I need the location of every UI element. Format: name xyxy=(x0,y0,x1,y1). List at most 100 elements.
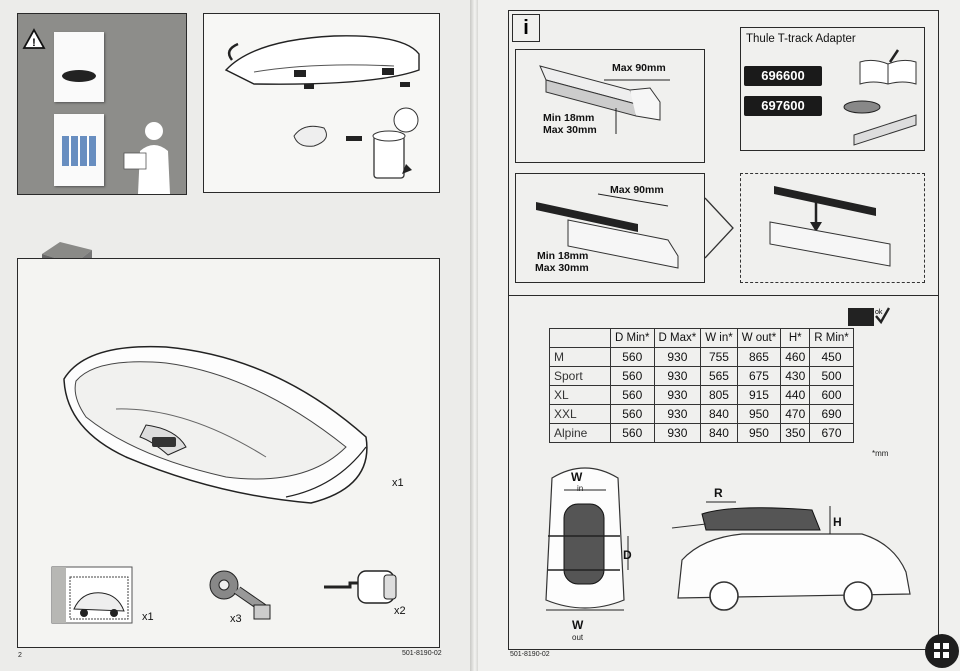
rail-clearance-bottom xyxy=(515,173,705,283)
table-row: M 560 930 755 865 460 450 xyxy=(549,347,854,367)
right-doc-code: 501-8190-02 xyxy=(510,651,550,658)
t-track-insert-panel xyxy=(740,173,925,283)
table-header: W out* xyxy=(736,328,782,348)
security-booklet-icon xyxy=(54,114,104,186)
table-cell: 560 xyxy=(610,347,655,367)
svg-text:!: ! xyxy=(32,37,36,49)
instructions-quantity: x1 xyxy=(142,611,154,623)
keys-quantity: x2 xyxy=(394,605,406,617)
table-cell: 560 xyxy=(610,385,655,405)
table-cell: 600 xyxy=(809,385,854,405)
table-row: XXL 560 930 840 950 470 690 xyxy=(549,404,854,424)
width-out-sub: out xyxy=(572,633,584,642)
rail-clearance-top xyxy=(515,49,705,163)
recycle-bin-icon xyxy=(293,107,419,179)
book-spine xyxy=(470,0,478,671)
table-cell: 560 xyxy=(610,423,655,443)
width-out-label: W xyxy=(572,618,584,632)
unit-note: *mm xyxy=(872,449,889,458)
person-reading-icon xyxy=(123,122,170,194)
overlay-app-button[interactable] xyxy=(925,634,959,668)
manual-booklet-icon xyxy=(54,32,104,102)
car-top-view-illustration xyxy=(545,467,629,611)
key-icon xyxy=(324,570,397,604)
rail-profile-bottom-illustration xyxy=(536,193,679,269)
dimensions-table: D Min* D Max* W in* W out* H* R Min* M 5… xyxy=(549,328,854,443)
car-side-view-illustration xyxy=(671,501,911,611)
straps-quantity: x3 xyxy=(230,613,242,625)
h-label: H xyxy=(833,515,842,529)
table-cell: 865 xyxy=(736,347,782,367)
rail-top-max-width: Max 90mm xyxy=(612,62,666,74)
table-cell: 805 xyxy=(700,385,738,405)
step-arrow-icon xyxy=(704,197,734,259)
rail-bottom-min-height: Min 18mm xyxy=(537,250,589,262)
unpacking-panel xyxy=(203,13,440,193)
t-track-insert-illustration xyxy=(769,186,891,267)
left-doc-code: 501-8190-02 xyxy=(402,650,442,657)
rail-bottom-max-width: Max 90mm xyxy=(610,184,664,196)
t-track-adapter-panel xyxy=(740,27,925,151)
width-in-label: W xyxy=(571,470,583,484)
table-row: XL 560 930 805 915 440 600 xyxy=(549,385,854,405)
table-cell: XXL xyxy=(549,404,611,424)
left-page: ! xyxy=(0,0,470,671)
table-cell: M xyxy=(549,347,611,367)
roof-box-illustration xyxy=(63,345,368,504)
warning-panel: ! xyxy=(17,13,187,195)
table-cell: 560 xyxy=(610,366,655,386)
warning-icon: ! xyxy=(22,28,46,49)
table-cell: 690 xyxy=(809,404,854,424)
table-cell: 675 xyxy=(736,366,782,386)
right-main-panel xyxy=(508,10,939,650)
table-cell: 930 xyxy=(653,385,702,405)
rail-top-min-height: Min 18mm xyxy=(543,112,595,124)
r-label: R xyxy=(714,486,723,500)
table-row: Sport 560 930 565 675 430 500 xyxy=(549,366,854,386)
table-cell: 930 xyxy=(653,404,702,424)
adapter-title: Thule T-track Adapter xyxy=(746,33,856,45)
table-cell: 450 xyxy=(809,347,854,367)
table-cell: Alpine xyxy=(549,423,611,443)
table-cell: XL xyxy=(549,385,611,405)
table-cell: 565 xyxy=(700,366,738,386)
adapter-code-1: 696600 xyxy=(744,66,822,86)
table-row: Alpine 560 930 840 950 350 670 xyxy=(549,423,854,443)
table-cell: 350 xyxy=(780,423,811,443)
table-cell: 950 xyxy=(736,404,782,424)
adapter-manual-icon xyxy=(859,49,917,85)
rail-bottom-max-height: Max 30mm xyxy=(535,262,589,274)
table-header: R Min* xyxy=(809,328,854,348)
box-quantity: x1 xyxy=(392,477,404,489)
table-cell: Sport xyxy=(549,366,611,386)
table-cell: 430 xyxy=(780,366,811,386)
table-cell: 440 xyxy=(780,385,811,405)
strap-icon xyxy=(209,570,271,620)
instruction-card-icon xyxy=(51,566,133,624)
table-header-row: D Min* D Max* W in* W out* H* R Min* xyxy=(549,328,854,348)
width-in-sub: in xyxy=(577,484,584,493)
table-cell: 930 xyxy=(653,366,702,386)
table-cell: 670 xyxy=(809,423,854,443)
table-cell: 840 xyxy=(700,404,738,424)
table-cell: 755 xyxy=(700,347,738,367)
table-cell: 930 xyxy=(653,423,702,443)
grid-icon xyxy=(934,643,949,658)
table-header: D Max* xyxy=(653,328,702,348)
table-cell: 460 xyxy=(780,347,811,367)
svg-text:ok: ok xyxy=(875,309,883,316)
table-header: D Min* xyxy=(610,328,655,348)
table-cell: 950 xyxy=(736,423,782,443)
table-header xyxy=(549,328,611,348)
table-cell: 915 xyxy=(736,385,782,405)
table-cell: 470 xyxy=(780,404,811,424)
info-icon: i xyxy=(523,17,529,39)
depth-label: D xyxy=(623,548,632,562)
rail-top-max-height: Max 30mm xyxy=(543,124,597,136)
ok-check-icon: ok xyxy=(848,307,891,326)
adapter-code-2: 697600 xyxy=(744,96,822,116)
contents-panel: x1 x1 x3 x2 xyxy=(17,258,440,648)
roof-box-open-icon xyxy=(224,35,420,89)
table-cell: 560 xyxy=(610,404,655,424)
info-icon-box: i xyxy=(512,14,540,42)
